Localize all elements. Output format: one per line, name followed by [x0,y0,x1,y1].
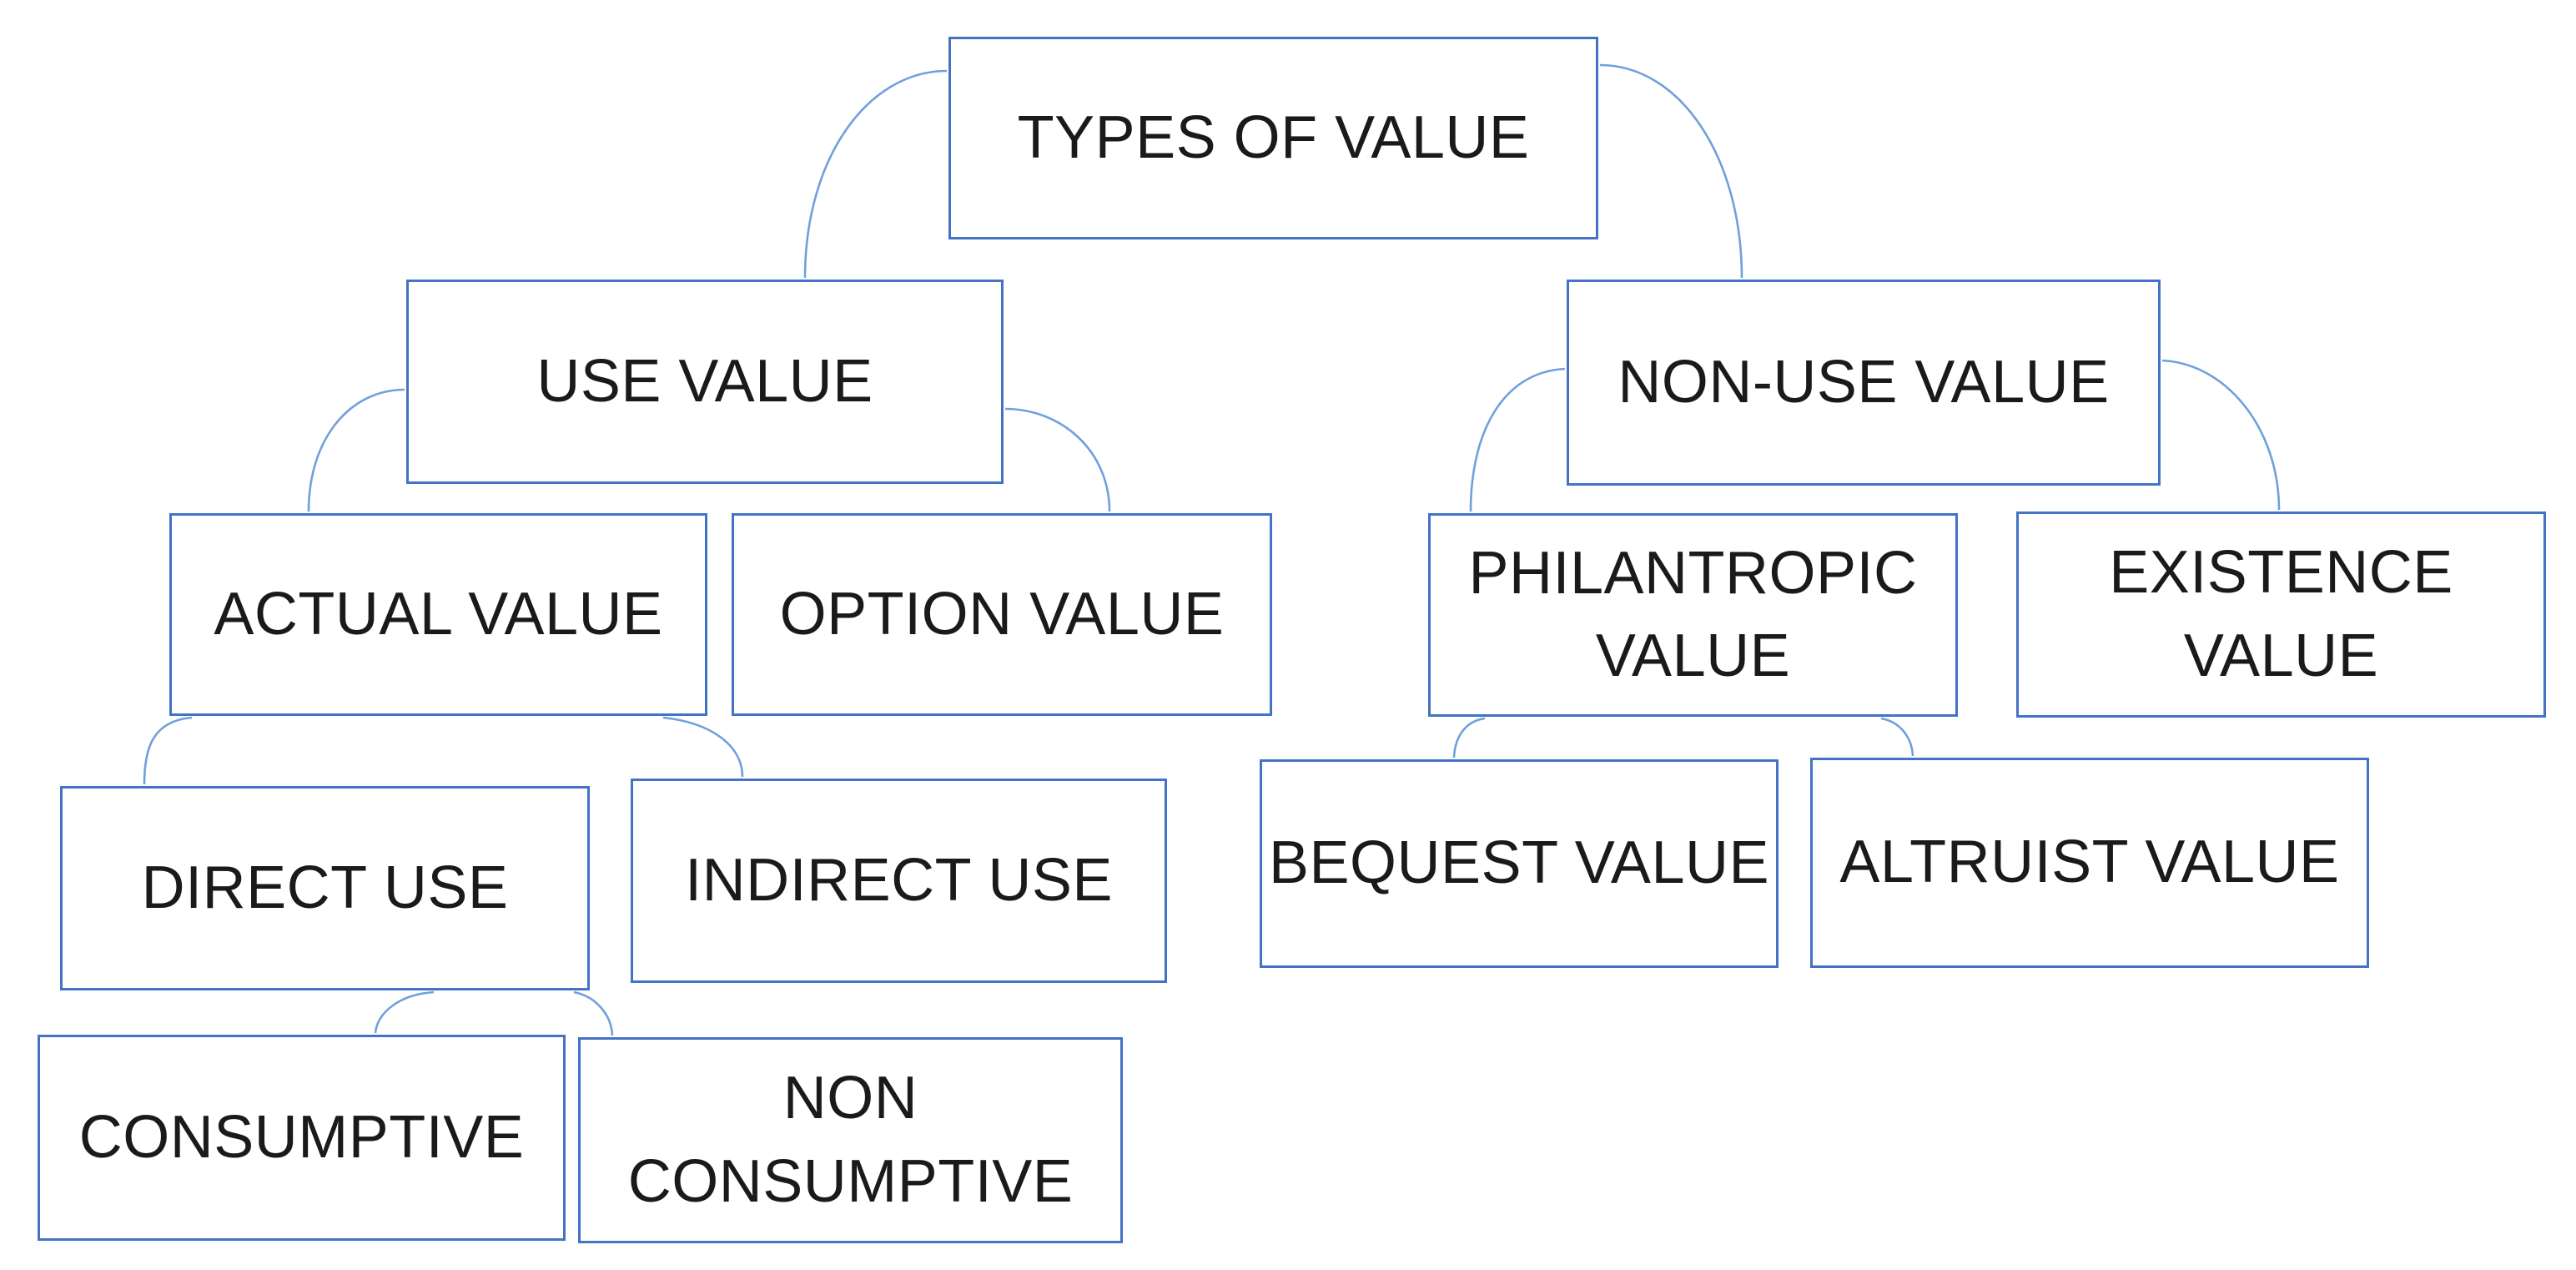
connector-types-nonuse [1599,63,1743,279]
node-bequest-value: BEQUEST VALUE [1260,759,1779,968]
node-label: INDIRECT USE [685,846,1113,914]
node-label: NON CONSUMPTIVE [627,1065,1074,1215]
node-label: TYPES OF VALUE [1017,103,1530,171]
node-label: EXISTENCE VALUE [2109,539,2453,689]
node-label: OPTION VALUE [779,580,1225,648]
node-existence-value: EXISTENCE VALUE [2016,512,2546,718]
node-label: DIRECT USE [141,854,509,921]
node-non-consumptive: NON CONSUMPTIVE [578,1037,1123,1243]
node-label: PHILANTROPIC VALUE [1468,539,1918,689]
node-label: CONSUMPTIVE [78,1103,525,1171]
node-indirect-use: INDIRECT USE [631,779,1167,983]
node-label: USE VALUE [536,347,873,415]
connector-types-use [803,69,948,279]
node-philantropic-value: PHILANTROPIC VALUE [1428,513,1958,717]
node-label: ACTUAL VALUE [214,580,663,648]
node-actual-value: ACTUAL VALUE [169,513,707,716]
node-altruist-value: ALTRUIST VALUE [1810,758,2369,968]
connector-use-option [1004,407,1111,512]
node-label: ALTRUIST VALUE [1839,829,2340,896]
connector-actual-direct [143,716,193,785]
connector-nonuse-existence [2161,359,2281,511]
node-consumptive: CONSUMPTIVE [38,1035,566,1241]
node-label: NON-USE VALUE [1618,348,2110,416]
connector-philantropic-altruist [1880,717,1914,757]
connector-direct-consumptive [374,990,435,1034]
node-option-value: OPTION VALUE [732,513,1272,716]
node-use-value: USE VALUE [406,280,1004,484]
connector-direct-nonconsumptive [573,990,614,1036]
node-non-use-value: NON-USE VALUE [1567,280,2161,486]
connector-nonuse-philantropic [1469,367,1566,512]
node-label: BEQUEST VALUE [1268,829,1770,897]
connector-use-actual [307,388,405,512]
node-types-of-value: TYPES OF VALUE [948,37,1598,239]
connector-actual-indirect [662,716,744,778]
connector-philantropic-bequest [1452,717,1486,758]
node-direct-use: DIRECT USE [60,786,590,990]
